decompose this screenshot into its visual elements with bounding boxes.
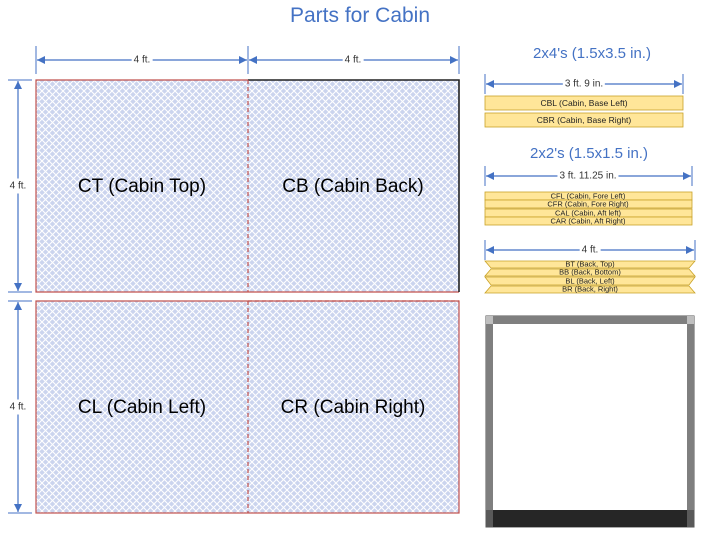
board-label-cbr: CBR (Cabin, Base Right) <box>536 115 632 125</box>
panel-cabin-right <box>248 301 459 513</box>
board-br <box>484 285 696 294</box>
panel-label-cabin-right: CR (Cabin Right) <box>280 397 426 418</box>
dim-label-2x2-length: 3 ft. 11.25 in. <box>557 170 619 182</box>
board-bt <box>484 260 696 269</box>
section-title-2x2: 2x2's (1.5x1.5 in.) <box>530 145 648 162</box>
board-label-cal: CAL (Cabin, Aft left) <box>555 208 621 218</box>
upper-panel-back-border <box>248 79 460 292</box>
dim-label-upper-height: 4 ft. <box>9 178 27 194</box>
board-label-cfr: CFR (Cabin, Fore Right) <box>547 199 629 209</box>
board-car <box>484 216 693 226</box>
board-label-bl: BL (Back, Left) <box>565 276 615 286</box>
dim-label-back-length: 4 ft. <box>579 244 601 256</box>
board-bb <box>484 268 696 277</box>
board-label-bb: BB (Back, Bottom) <box>559 267 621 277</box>
board-label-br: BR (Back, Right) <box>562 284 618 294</box>
dim-label-lower-height: 4 ft. <box>9 399 27 415</box>
panel-label-cabin-top: CT (Cabin Top) <box>77 176 207 197</box>
dim-label-width-2: 4 ft. <box>342 54 364 66</box>
panel-cabin-top <box>36 80 248 292</box>
cabin-frame-preview <box>485 315 695 528</box>
board-cbl <box>484 95 684 111</box>
panel-label-cabin-left: CL (Cabin Left) <box>77 397 207 418</box>
dim-label-2x4-length: 3 ft. 9 in. <box>562 78 606 90</box>
board-label-cfl: CFL (Cabin, Fore Left) <box>550 191 626 201</box>
board-label-car: CAR (Cabin, Aft Right) <box>550 216 626 226</box>
board-label-bt: BT (Back, Top) <box>565 259 615 269</box>
dim-label-width-1: 4 ft. <box>131 54 153 66</box>
panel-cabin-left <box>36 301 248 513</box>
board-cfr <box>484 199 693 209</box>
section-title-2x4: 2x4's (1.5x3.5 in.) <box>533 45 651 62</box>
panel-cabin-back <box>248 80 459 292</box>
board-label-cbl: CBL (Cabin, Base Left) <box>540 98 628 108</box>
board-cbr <box>484 112 684 128</box>
panel-label-cabin-back: CB (Cabin Back) <box>282 176 424 197</box>
diagram-title: Parts for Cabin <box>289 4 431 27</box>
board-bl <box>484 276 696 286</box>
